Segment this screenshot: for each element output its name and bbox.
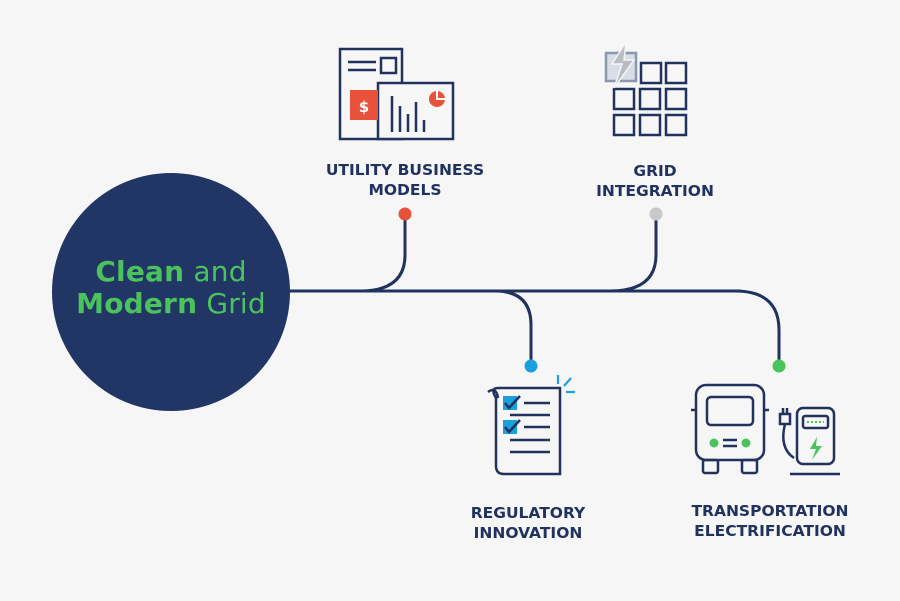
connector-transportation xyxy=(733,289,781,366)
electric-bus-charger-icon xyxy=(691,383,840,476)
label-regulatory-innovation: REGULATORY INNOVATION xyxy=(440,503,616,543)
grid-panel-lightning-icon xyxy=(604,41,688,137)
label-transportation-electrification: TRANSPORTATION ELECTRIFICATION xyxy=(670,501,870,541)
hub-title: Clean and Modern Grid xyxy=(52,256,290,320)
label-grid-integration: GRID INTEGRATION xyxy=(570,161,740,201)
label-transportation-line-1: TRANSPORTATION xyxy=(691,502,849,520)
label-utility-line-2: MODELS xyxy=(368,181,442,199)
hub-word-grid: Grid xyxy=(206,287,266,320)
label-regulatory-line-1: REGULATORY xyxy=(470,504,586,522)
label-utility-business-models: UTILITY BUSINESS MODELS xyxy=(300,160,510,200)
hub-word-clean: Clean xyxy=(95,255,185,288)
checklist-document-icon xyxy=(487,375,575,476)
label-regulatory-line-2: INNOVATION xyxy=(473,524,583,542)
hub-word-and: and xyxy=(193,255,247,288)
label-grid-line-2: INTEGRATION xyxy=(596,182,714,200)
label-grid-line-1: GRID xyxy=(633,162,677,180)
connector-regulatory xyxy=(493,289,533,366)
label-transportation-line-2: ELECTRIFICATION xyxy=(694,522,846,540)
hub-circle xyxy=(52,173,290,411)
hub-word-modern: Modern xyxy=(76,287,198,320)
dot-grid xyxy=(649,207,663,221)
connector-grid xyxy=(608,213,658,293)
svg-text:$: $ xyxy=(359,98,369,116)
dot-utility xyxy=(398,207,412,221)
hub-title-line-2: Modern Grid xyxy=(52,288,290,320)
utility-finance-icon: $ xyxy=(338,47,455,141)
dot-transportation xyxy=(772,359,786,373)
label-utility-line-1: UTILITY BUSINESS xyxy=(325,161,485,179)
hub-title-line-1: Clean and xyxy=(52,256,290,288)
dot-regulatory xyxy=(524,359,538,373)
connector-utility xyxy=(358,213,407,293)
